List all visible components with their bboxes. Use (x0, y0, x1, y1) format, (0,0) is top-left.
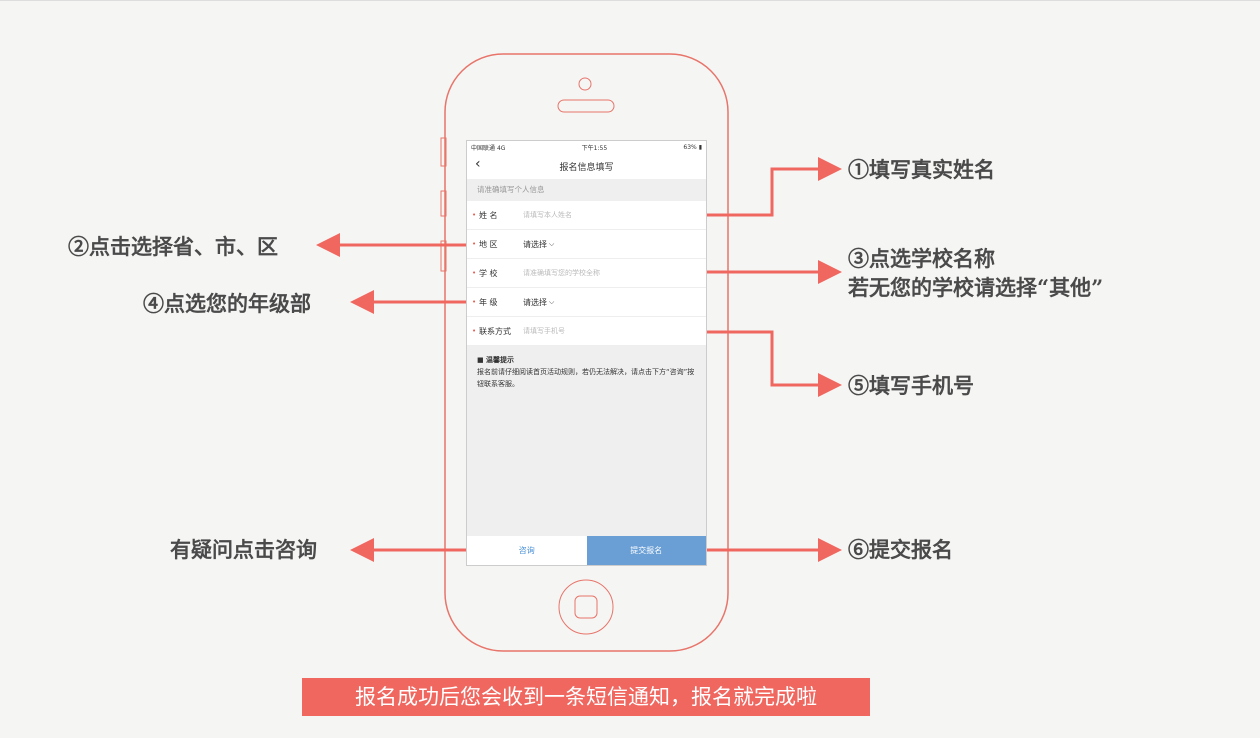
speaker-icon (557, 99, 615, 113)
grade-field[interactable]: •年 级 请选择⌵ (467, 288, 706, 317)
home-button (558, 579, 614, 635)
region-field[interactable]: •地 区 请选择⌵ (467, 230, 706, 259)
annotation-phone: ⑤填写手机号 (848, 373, 974, 398)
school-input[interactable]: 请准确填写您的学校全称 (523, 269, 600, 277)
annotation-grade: ④点选您的年级部 (143, 291, 311, 316)
field-label: 联系方式 (479, 326, 511, 336)
phone-screen: 中国联通 4G 下午1:55 63% ▮ ‹ 报名信息填写 请准确填写个人信息 … (466, 140, 707, 566)
region-select[interactable]: 请选择 (523, 239, 547, 249)
chevron-down-icon: ⌵ (549, 297, 555, 306)
nav-bar: ‹ 报名信息填写 (467, 153, 706, 179)
phone-input[interactable]: 请填写手机号 (523, 327, 565, 335)
success-banner: 报名成功后您会收到一条短信通知，报名就完成啦 (302, 678, 870, 716)
tip-body: 报名前请仔细阅读首页活动规则，若仍无法解决，请点击下方“咨询”按钮联系客服。 (477, 368, 695, 388)
required-icon: • (472, 298, 477, 306)
clock: 下午1:55 (581, 144, 608, 152)
school-field[interactable]: •学 校 请准确填写您的学校全称 (467, 259, 706, 288)
network: 4G (496, 144, 506, 152)
name-input[interactable]: 请填写本人姓名 (523, 211, 572, 219)
page-title: 报名信息填写 (559, 162, 614, 173)
consult-button[interactable]: 咨询 (467, 536, 587, 565)
back-icon[interactable]: ‹ (475, 156, 481, 172)
annotation-name: ①填写真实姓名 (848, 157, 995, 182)
camera-icon (578, 77, 592, 91)
submit-button[interactable]: 提交报名 (586, 536, 706, 565)
required-icon: • (472, 327, 477, 335)
carrier: 中国联通 (471, 144, 496, 152)
field-label: 地 区 (479, 239, 498, 249)
field-label: 姓 名 (479, 210, 498, 220)
tip-title: ■ 温馨提示 (477, 356, 515, 364)
tip-box: ■ 温馨提示 报名前请仔细阅读首页活动规则，若仍无法解决，请点击下方“咨询”按钮… (467, 346, 706, 398)
required-icon: • (472, 211, 477, 219)
field-label: 年 级 (479, 297, 498, 307)
required-icon: • (472, 269, 477, 277)
annotation-submit: ⑥提交报名 (848, 537, 953, 562)
annotation-consult: 有疑问点击咨询 (170, 537, 317, 562)
field-label: 学 校 (479, 268, 498, 278)
annotation-region: ②点击选择省、市、区 (68, 234, 278, 259)
footer-bar: 咨询 提交报名 (467, 536, 706, 565)
annotation-school-2: 若无您的学校请选择“其他” (848, 275, 1104, 300)
phone-outline (444, 53, 729, 652)
status-bar: 中国联通 4G 下午1:55 63% ▮ (467, 141, 706, 153)
chevron-down-icon: ⌵ (549, 239, 555, 248)
battery-label: 63% (683, 143, 697, 151)
battery-icon: ▮ (698, 143, 702, 151)
phone-field[interactable]: •联系方式 请填写手机号 (467, 317, 706, 346)
name-field[interactable]: •姓 名 请填写本人姓名 (467, 201, 706, 230)
section-title: 请准确填写个人信息 (467, 179, 706, 201)
annotation-school-1: ③点选学校名称 (848, 246, 995, 271)
required-icon: • (472, 240, 477, 248)
grade-select[interactable]: 请选择 (523, 297, 547, 307)
